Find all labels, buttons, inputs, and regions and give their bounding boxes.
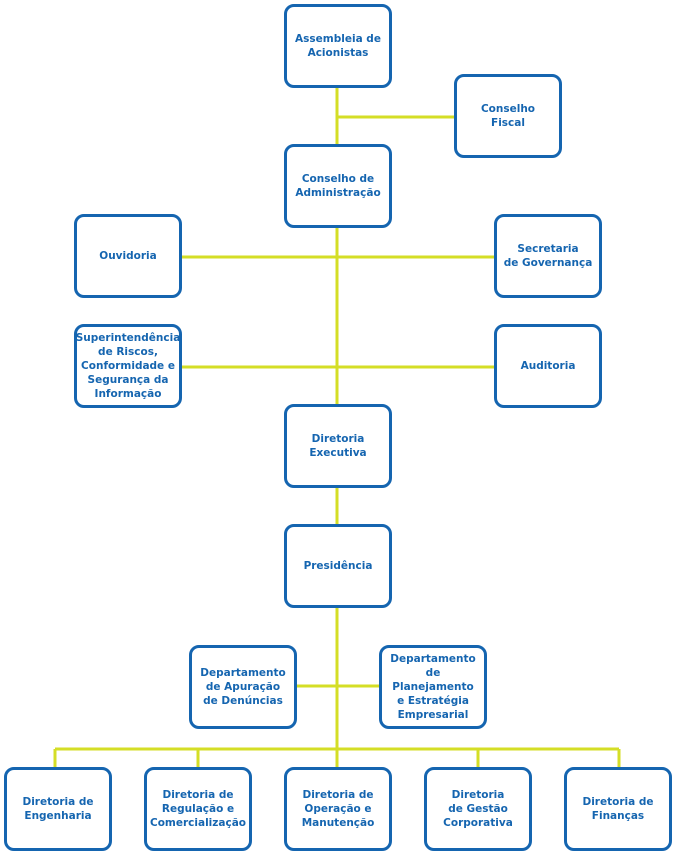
node-diretoria-financas: Diretoria de Finanças xyxy=(564,767,672,851)
node-departamento-planejamento: Departamento de Planejamento e Estratégi… xyxy=(379,645,487,729)
node-auditoria: Auditoria xyxy=(494,324,602,408)
node-superintendencia: Superintendência de Riscos, Conformidade… xyxy=(74,324,182,408)
node-conselho-de-administracao: Conselho de Administração xyxy=(284,144,392,228)
node-departamento-apuracao-denuncias: Departamento de Apuração de Denúncias xyxy=(189,645,297,729)
node-diretoria-operacao: Diretoria de Operação e Manutenção xyxy=(284,767,392,851)
node-diretoria-executiva: Diretoria Executiva xyxy=(284,404,392,488)
node-diretoria-gestao-corporativa: Diretoria de Gestão Corporativa xyxy=(424,767,532,851)
node-diretoria-engenharia: Diretoria de Engenharia xyxy=(4,767,112,851)
node-assembleia-de-acionistas: Assembleia de Acionistas xyxy=(284,4,392,88)
node-presidencia: Presidência xyxy=(284,524,392,608)
node-diretoria-regulacao: Diretoria de Regulação e Comercialização xyxy=(144,767,252,851)
node-ouvidoria: Ouvidoria xyxy=(74,214,182,298)
node-conselho-fiscal: Conselho Fiscal xyxy=(454,74,562,158)
node-secretaria-de-governanca: Secretaria de Governança xyxy=(494,214,602,298)
